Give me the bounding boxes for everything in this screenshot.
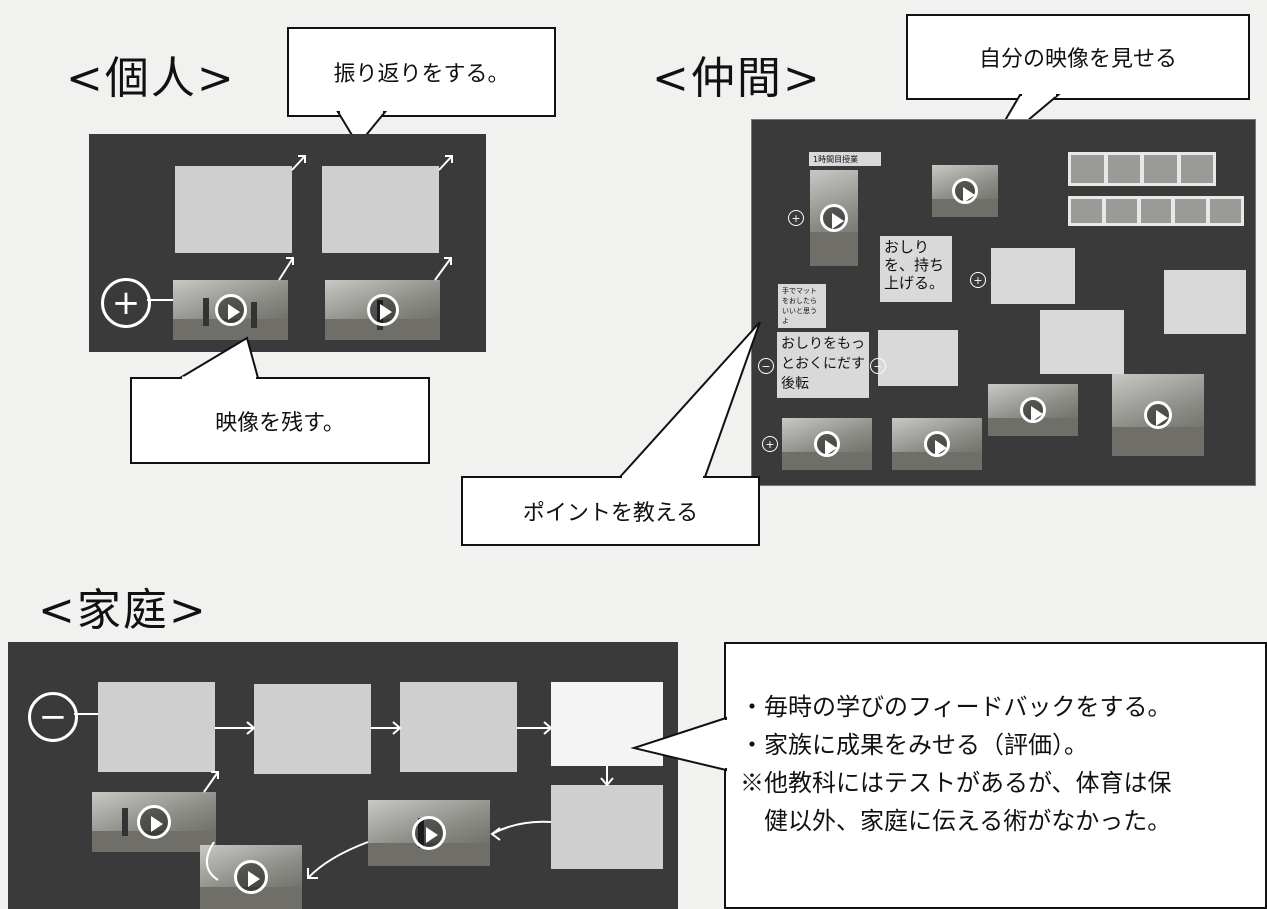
video-thumbnail[interactable] <box>1112 374 1204 456</box>
individual-board: + <box>89 134 486 352</box>
feedback-card[interactable] <box>98 682 215 772</box>
video-thumbnail[interactable] <box>92 792 216 852</box>
callout-save: 映像を残す。 <box>130 377 430 464</box>
play-icon[interactable] <box>1144 401 1172 429</box>
photo-strip[interactable] <box>1068 196 1244 226</box>
heading-individual: <個人> <box>66 53 236 104</box>
play-icon[interactable] <box>1020 397 1046 423</box>
callout-feedback: ・毎時の学びのフィードバックをする。 ・家族に成果をみせる（評価）。 ※他教科に… <box>724 642 1267 909</box>
play-icon[interactable] <box>137 805 171 839</box>
sticky-note[interactable] <box>878 330 958 386</box>
note-hands[interactable]: 手でマットをおしたらいいと思うよ <box>778 284 826 328</box>
home-board: − <box>8 642 678 909</box>
minus-circle-icon[interactable]: − <box>870 358 886 374</box>
sticky-note[interactable] <box>991 248 1075 304</box>
sticky-note[interactable] <box>1164 270 1246 334</box>
heading-peers: <仲間> <box>652 53 822 104</box>
note-hip-back[interactable]: おしりをもっとおくにだす後転 <box>777 332 869 398</box>
play-icon[interactable] <box>924 431 950 457</box>
peers-board: 1時間目授業 手でマットをおしたらいいと思うよ おしりを、持ち上げる。 おしりを… <box>751 119 1256 486</box>
play-icon[interactable] <box>366 294 399 326</box>
video-thumbnail[interactable] <box>892 418 982 470</box>
plus-circle-icon[interactable]: + <box>101 278 151 328</box>
feedback-card[interactable] <box>254 684 371 774</box>
heading-home: <家庭> <box>38 585 208 636</box>
reflection-card[interactable] <box>175 166 292 253</box>
photo-strip[interactable] <box>1068 152 1216 186</box>
minus-circle-icon[interactable]: − <box>758 358 774 374</box>
plus-circle-icon[interactable]: + <box>762 436 778 452</box>
play-icon[interactable] <box>412 816 446 850</box>
home-connectors <box>74 713 614 881</box>
video-thumbnail[interactable] <box>325 280 440 340</box>
feedback-card[interactable] <box>551 785 663 869</box>
play-icon[interactable] <box>820 204 848 232</box>
video-thumbnail[interactable] <box>173 280 288 340</box>
feedback-card[interactable] <box>551 682 663 766</box>
feedback-line: ・毎時の学びのフィードバックをする。 <box>740 693 1172 721</box>
plus-circle-icon[interactable]: + <box>970 272 986 288</box>
video-thumbnail[interactable] <box>988 384 1078 436</box>
video-thumbnail[interactable] <box>932 165 998 217</box>
callout-show-video: 自分の映像を見せる <box>906 14 1250 100</box>
callout-teach-points: ポイントを教える <box>461 476 760 546</box>
play-icon[interactable] <box>234 860 268 894</box>
play-icon[interactable] <box>814 431 840 457</box>
sticky-note[interactable] <box>1040 310 1124 374</box>
video-thumbnail[interactable] <box>810 170 858 266</box>
plus-circle-icon[interactable]: + <box>788 210 804 226</box>
note-hip-raise[interactable]: おしりを、持ち上げる。 <box>880 236 952 302</box>
video-thumbnail[interactable] <box>368 800 490 866</box>
feedback-line: 健以外、家庭に伝える術がなかった。 <box>740 807 1172 835</box>
individual-connectors <box>147 155 453 301</box>
feedback-line: ・家族に成果をみせる（評価）。 <box>740 731 1088 759</box>
callout-reflect: 振り返りをする。 <box>287 27 556 117</box>
feedback-card[interactable] <box>400 682 517 772</box>
lesson-label: 1時間目授業 <box>809 152 881 166</box>
play-icon[interactable] <box>952 178 978 204</box>
play-icon[interactable] <box>214 294 247 326</box>
reflection-card[interactable] <box>322 166 439 253</box>
video-thumbnail[interactable] <box>200 845 302 909</box>
minus-circle-icon[interactable]: − <box>28 692 78 742</box>
video-thumbnail[interactable] <box>782 418 872 470</box>
feedback-line: ※他教科にはテストがあるが、体育は保 <box>740 769 1172 797</box>
